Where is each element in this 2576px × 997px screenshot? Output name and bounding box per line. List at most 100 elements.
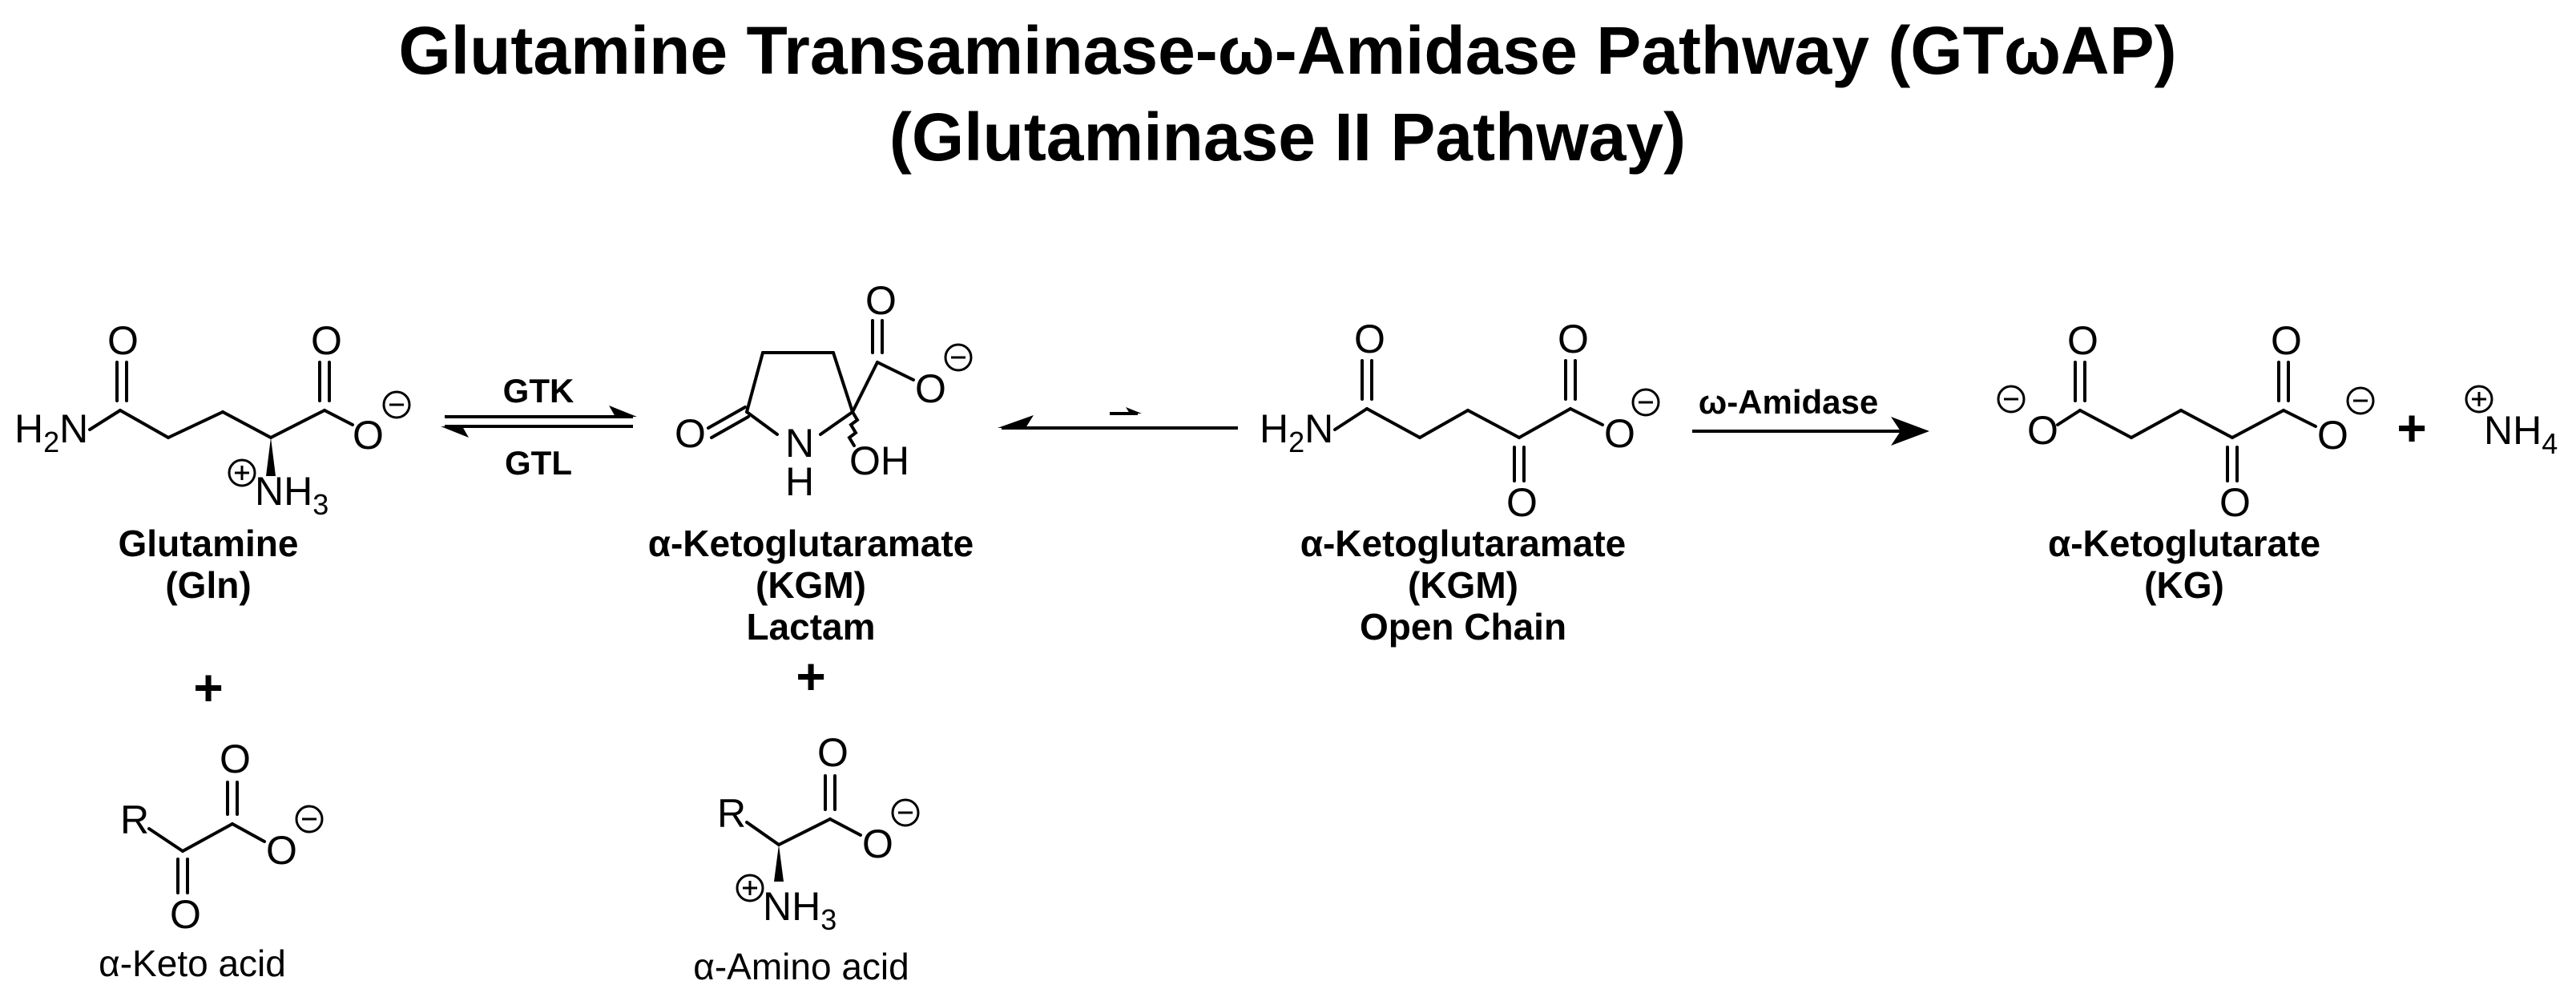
ketoglutarate-abbr: (KG)	[2144, 564, 2224, 606]
positive-charge-icon	[2465, 385, 2493, 414]
bond	[745, 410, 779, 436]
bond	[1365, 407, 1421, 439]
bond	[323, 409, 354, 426]
oxygen-label: O	[1604, 411, 1635, 456]
oxygen-label: O	[675, 411, 706, 456]
oxygen-label: O	[311, 318, 342, 363]
amidase-reaction-arrow	[1692, 417, 1929, 446]
bond	[745, 821, 780, 846]
negative-charge-icon	[944, 343, 973, 372]
ring-hydrogen-label: H	[785, 459, 814, 504]
negative-charge-icon	[295, 805, 324, 834]
ammonium-group-label: NH3	[255, 469, 329, 521]
bond	[2282, 409, 2317, 428]
kgm-open-chain-form: Open Chain	[1360, 606, 1566, 648]
glutamine-abbr: (Gln)	[165, 564, 251, 606]
positive-charge-icon	[228, 458, 256, 487]
oxygen-label: O	[2317, 413, 2348, 458]
amide-nitrogen-label: H2N	[14, 406, 88, 458]
ring-nitrogen-label: N	[785, 421, 814, 466]
amino-acid-structure: R O O NH3	[717, 730, 920, 936]
keto-acid-name: α-Keto acid	[99, 943, 286, 984]
amidase-label: ω-Amidase	[1699, 383, 1879, 421]
wedge-bond	[266, 438, 276, 476]
oxygen-label: O	[266, 828, 297, 873]
bond	[1466, 409, 1521, 439]
wedge-bond	[774, 845, 784, 882]
plus-sign: +	[193, 659, 223, 716]
forward-arrow-head	[609, 406, 637, 417]
oxygen-label: O	[862, 821, 893, 866]
gtk-gtl-equilibrium-arrows	[441, 406, 637, 438]
kgm-lactam-name: α-Ketoglutaramate	[648, 523, 974, 564]
negative-charge-icon	[891, 798, 920, 827]
bond	[119, 409, 170, 439]
bond	[707, 406, 747, 430]
bond	[2231, 409, 2285, 439]
bond	[231, 822, 266, 843]
bond	[2078, 409, 2133, 439]
bond	[876, 361, 915, 381]
gtl-label: GTL	[505, 444, 572, 482]
bond	[269, 409, 326, 439]
bond	[181, 822, 234, 853]
title-line-2: (Glutaminase II Pathway)	[889, 99, 1686, 175]
amide-nitrogen-label: H2N	[1260, 406, 1333, 458]
kgm-lactam-form: Lactam	[746, 606, 875, 648]
ketoglutarate-structure: O O O O O	[1997, 318, 2375, 525]
bond	[2056, 409, 2082, 426]
oxygen-label: O	[107, 318, 139, 363]
plus-sign: +	[2397, 399, 2426, 457]
positive-charge-icon	[736, 874, 764, 902]
bond	[828, 817, 862, 837]
oxygen-label: O	[2219, 480, 2251, 525]
oxygen-label: O	[817, 730, 849, 775]
kgm-lactam-structure: O N H OH O O	[675, 278, 973, 504]
bond	[745, 351, 764, 414]
oxygen-label: O	[353, 413, 384, 458]
gtk-label: GTK	[503, 372, 574, 410]
plus-sign: +	[796, 648, 825, 705]
ketoglutarate-name: α-Ketoglutarate	[2048, 523, 2320, 564]
ammonium-group-label: NH3	[763, 884, 836, 936]
bond	[819, 410, 854, 436]
wavy-bond	[847, 410, 860, 447]
ammonium-label: NH4	[2484, 408, 2558, 460]
title-line-1: Glutamine Transaminase-ω-Amidase Pathway…	[398, 13, 2176, 88]
negative-charge-icon	[2346, 386, 2375, 415]
forward-half-arrow-head	[1126, 407, 1142, 414]
bond	[777, 817, 832, 846]
r-group-label: R	[717, 791, 746, 836]
kgm-lactam-abbr: (KGM)	[756, 564, 866, 606]
ring-chain-equilibrium-arrows	[998, 407, 1238, 430]
bond	[832, 351, 854, 414]
bond	[1333, 407, 1369, 431]
bond	[147, 827, 184, 853]
bond	[221, 410, 272, 439]
keto-acid-structure: R O O O	[120, 737, 324, 937]
r-group-label: R	[120, 797, 149, 842]
kgm-open-chain-name: α-Ketoglutaramate	[1300, 523, 1627, 564]
oxygen-label: O	[220, 737, 251, 781]
oxygen-label: O	[2067, 318, 2098, 363]
hydroxyl-label: OH	[849, 438, 909, 483]
glutamine-structure: H2N O O O NH3	[14, 318, 411, 521]
bond	[851, 361, 879, 414]
oxygen-label: O	[170, 892, 201, 937]
oxygen-label: O	[1558, 317, 1589, 361]
negative-charge-icon	[1631, 388, 1660, 417]
glutamine-name: Glutamine	[119, 523, 299, 564]
bond	[2179, 409, 2234, 439]
oxygen-label: O	[1506, 480, 1538, 525]
bond	[167, 410, 224, 439]
reverse-arrow-head	[998, 415, 1034, 428]
oxygen-label: O	[2271, 318, 2302, 363]
bond	[1518, 407, 1572, 439]
ammonium-structure: NH4	[2465, 385, 2558, 460]
negative-charge-icon	[1997, 385, 2026, 414]
oxygen-label: O	[915, 366, 946, 411]
bond	[2130, 409, 2183, 439]
bond	[88, 409, 122, 431]
kgm-open-chain-abbr: (KGM)	[1408, 564, 1518, 606]
